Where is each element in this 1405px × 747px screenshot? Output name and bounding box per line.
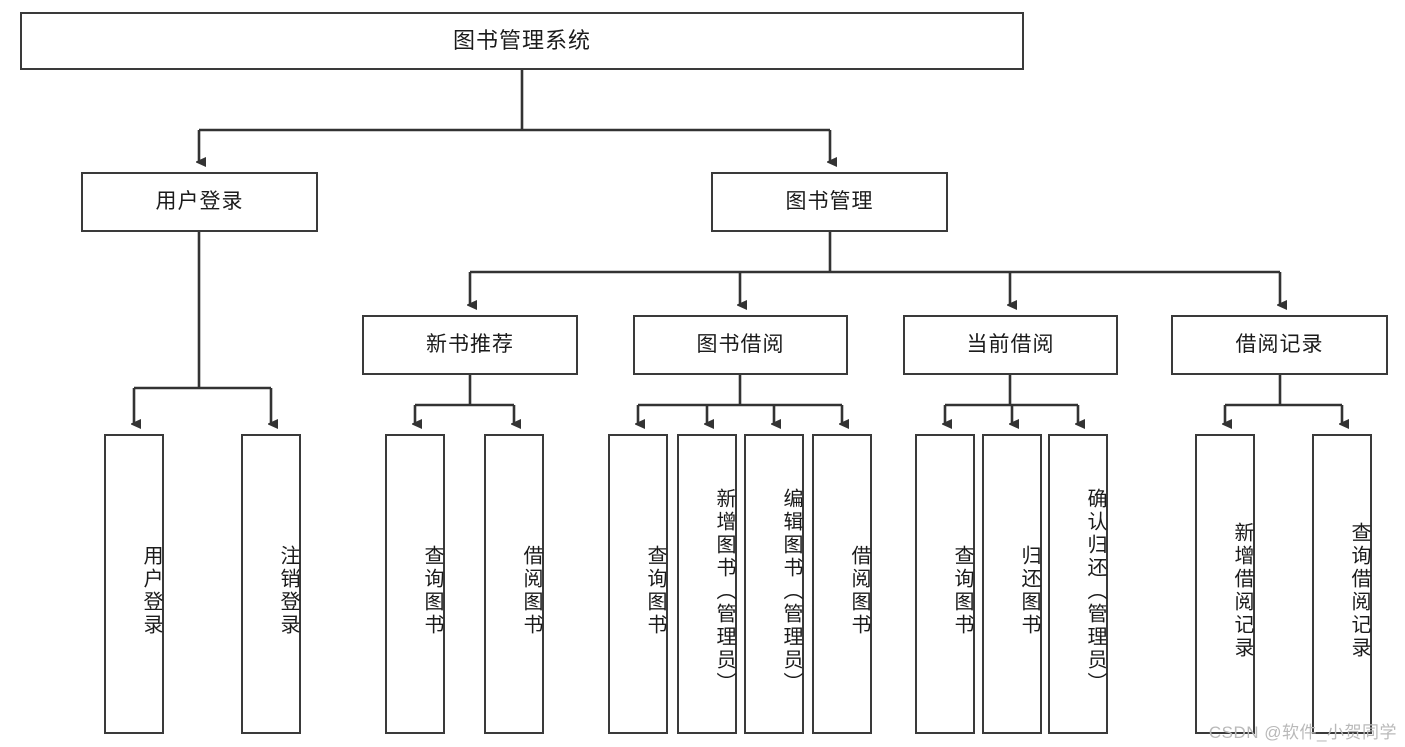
node-leaf-add-record: 新增借阅记录 (1195, 434, 1255, 734)
node-label: 图书管理系统 (452, 28, 591, 54)
node-new-book-recommend: 新书推荐 (362, 315, 578, 375)
csdn-watermark: CSDN @软件_小贺同学 (1208, 723, 1397, 742)
node-leaf-return-book: 归还图书 (982, 434, 1042, 734)
node-label: 新增借阅记录 (1231, 522, 1253, 660)
node-root-system: 图书管理系统 (20, 12, 1024, 70)
node-label: 新增图书（管理员） (713, 487, 735, 695)
node-label: 查询图书 (644, 545, 666, 637)
node-leaf-borrow-book-1: 借阅图书 (484, 434, 544, 734)
node-leaf-user-login: 用户登录 (104, 434, 164, 734)
node-leaf-query-book-1: 查询图书 (385, 434, 445, 734)
node-book-manage: 图书管理 (711, 172, 948, 232)
node-user-login: 用户登录 (81, 172, 318, 232)
node-label: 图书借阅 (696, 332, 785, 356)
node-label: 借阅图书 (848, 545, 870, 637)
node-leaf-query-record: 查询借阅记录 (1312, 434, 1372, 734)
node-current-borrow: 当前借阅 (903, 315, 1118, 375)
node-leaf-user-logout: 注销登录 (241, 434, 301, 734)
node-label: 用户登录 (155, 189, 244, 213)
node-label: 借阅图书 (520, 545, 542, 637)
node-label: 图书管理 (785, 189, 874, 213)
node-label: 新书推荐 (426, 332, 514, 356)
node-label: 借阅记录 (1235, 332, 1324, 356)
node-borrow-record: 借阅记录 (1171, 315, 1388, 375)
node-label: 用户登录 (140, 545, 162, 637)
node-leaf-edit-book: 编辑图书（管理员） (744, 434, 804, 734)
node-leaf-borrow-book-2: 借阅图书 (812, 434, 872, 734)
node-leaf-add-book: 新增图书（管理员） (677, 434, 737, 734)
node-leaf-confirm-return: 确认归还（管理员） (1048, 434, 1108, 734)
node-label: 查询图书 (951, 545, 973, 637)
node-label: 查询借阅记录 (1348, 522, 1370, 660)
node-label: 归还图书 (1018, 545, 1040, 637)
node-label: 当前借阅 (966, 332, 1055, 356)
node-leaf-query-book-3: 查询图书 (915, 434, 975, 734)
node-book-borrow: 图书借阅 (633, 315, 848, 375)
node-label: 确认归还（管理员） (1084, 487, 1106, 695)
node-label: 查询图书 (421, 545, 443, 637)
node-label: 编辑图书（管理员） (780, 487, 802, 695)
node-label: 注销登录 (277, 545, 299, 637)
node-leaf-query-book-2: 查询图书 (608, 434, 668, 734)
